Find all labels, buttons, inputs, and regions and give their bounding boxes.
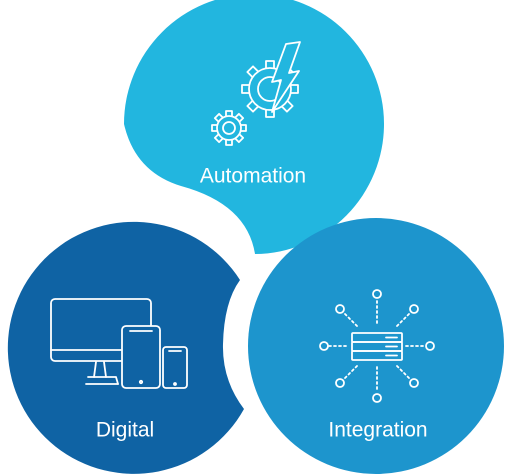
integration-circle: Integration [248, 218, 504, 474]
digital-circle: Digital [7, 221, 244, 474]
server-network-icon [319, 289, 435, 403]
integration-label: Integration [328, 419, 427, 442]
automation-label: Automation [200, 165, 306, 188]
automation-circle: Automation [124, 0, 384, 254]
digital-label: Digital [96, 419, 154, 442]
gears-lightning-icon [211, 41, 301, 146]
devices-icon [50, 298, 188, 389]
integration-bubble [248, 218, 504, 474]
automation-bubble [124, 0, 384, 254]
